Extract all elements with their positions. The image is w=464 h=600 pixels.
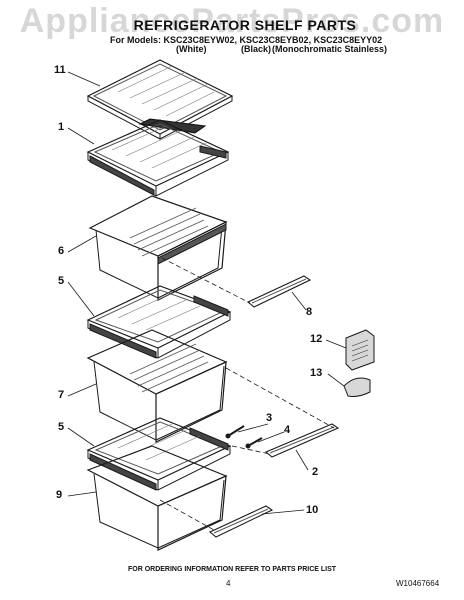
model-list: For Models: KSC23C8EYW02, KSC23C8EYB02, … — [110, 35, 383, 45]
callout-13: 13 — [310, 367, 323, 379]
callout-4: 4 — [284, 424, 291, 436]
part-7-crisper-drawer — [86, 329, 228, 443]
callout-9: 9 — [56, 489, 63, 501]
part-13-knob — [343, 377, 371, 397]
document-number: W10467664 — [396, 579, 440, 588]
callout-12: 12 — [310, 333, 323, 345]
callout-8: 8 — [306, 306, 313, 318]
callout-2: 2 — [312, 466, 319, 478]
callout-5-lower: 5 — [58, 421, 65, 433]
watermark: AppliancePartsPros.com — [19, 2, 445, 40]
ordering-info: FOR ORDERING INFORMATION REFER TO PARTS … — [127, 566, 337, 573]
part-9-lower-drawer — [86, 445, 228, 551]
part-2-rail — [264, 423, 340, 458]
part-6-crisper-drawer — [88, 195, 228, 301]
callout-leaders — [67, 71, 347, 515]
part-12-control-housing — [345, 329, 375, 371]
color-black-label: (Black) — [241, 44, 272, 54]
callout-5-upper: 5 — [58, 275, 65, 287]
page-number: 4 — [226, 579, 231, 588]
callout-10: 10 — [306, 504, 319, 516]
callout-3: 3 — [266, 412, 273, 424]
assembly-lines — [159, 257, 335, 531]
callout-1: 1 — [58, 121, 65, 133]
callout-6: 6 — [58, 245, 65, 257]
part-5-drawer-cover-lower — [86, 417, 232, 491]
callout-7: 7 — [58, 389, 65, 401]
part-8-rail — [246, 275, 312, 308]
color-stainless-label: (Monochromatic Stainless) — [272, 44, 388, 54]
color-white-label: (White) — [176, 44, 207, 54]
part-1-shelf-frame — [86, 119, 230, 197]
part-4-screw — [245, 437, 263, 449]
page-title: REFRIGERATOR SHELF PARTS — [133, 17, 357, 33]
part-5-drawer-cover-upper — [86, 285, 232, 359]
part-3-screw — [225, 425, 245, 439]
part-11-glass-shelf — [86, 59, 234, 140]
part-10-rail — [208, 505, 274, 538]
callout-11: 11 — [54, 64, 66, 76]
